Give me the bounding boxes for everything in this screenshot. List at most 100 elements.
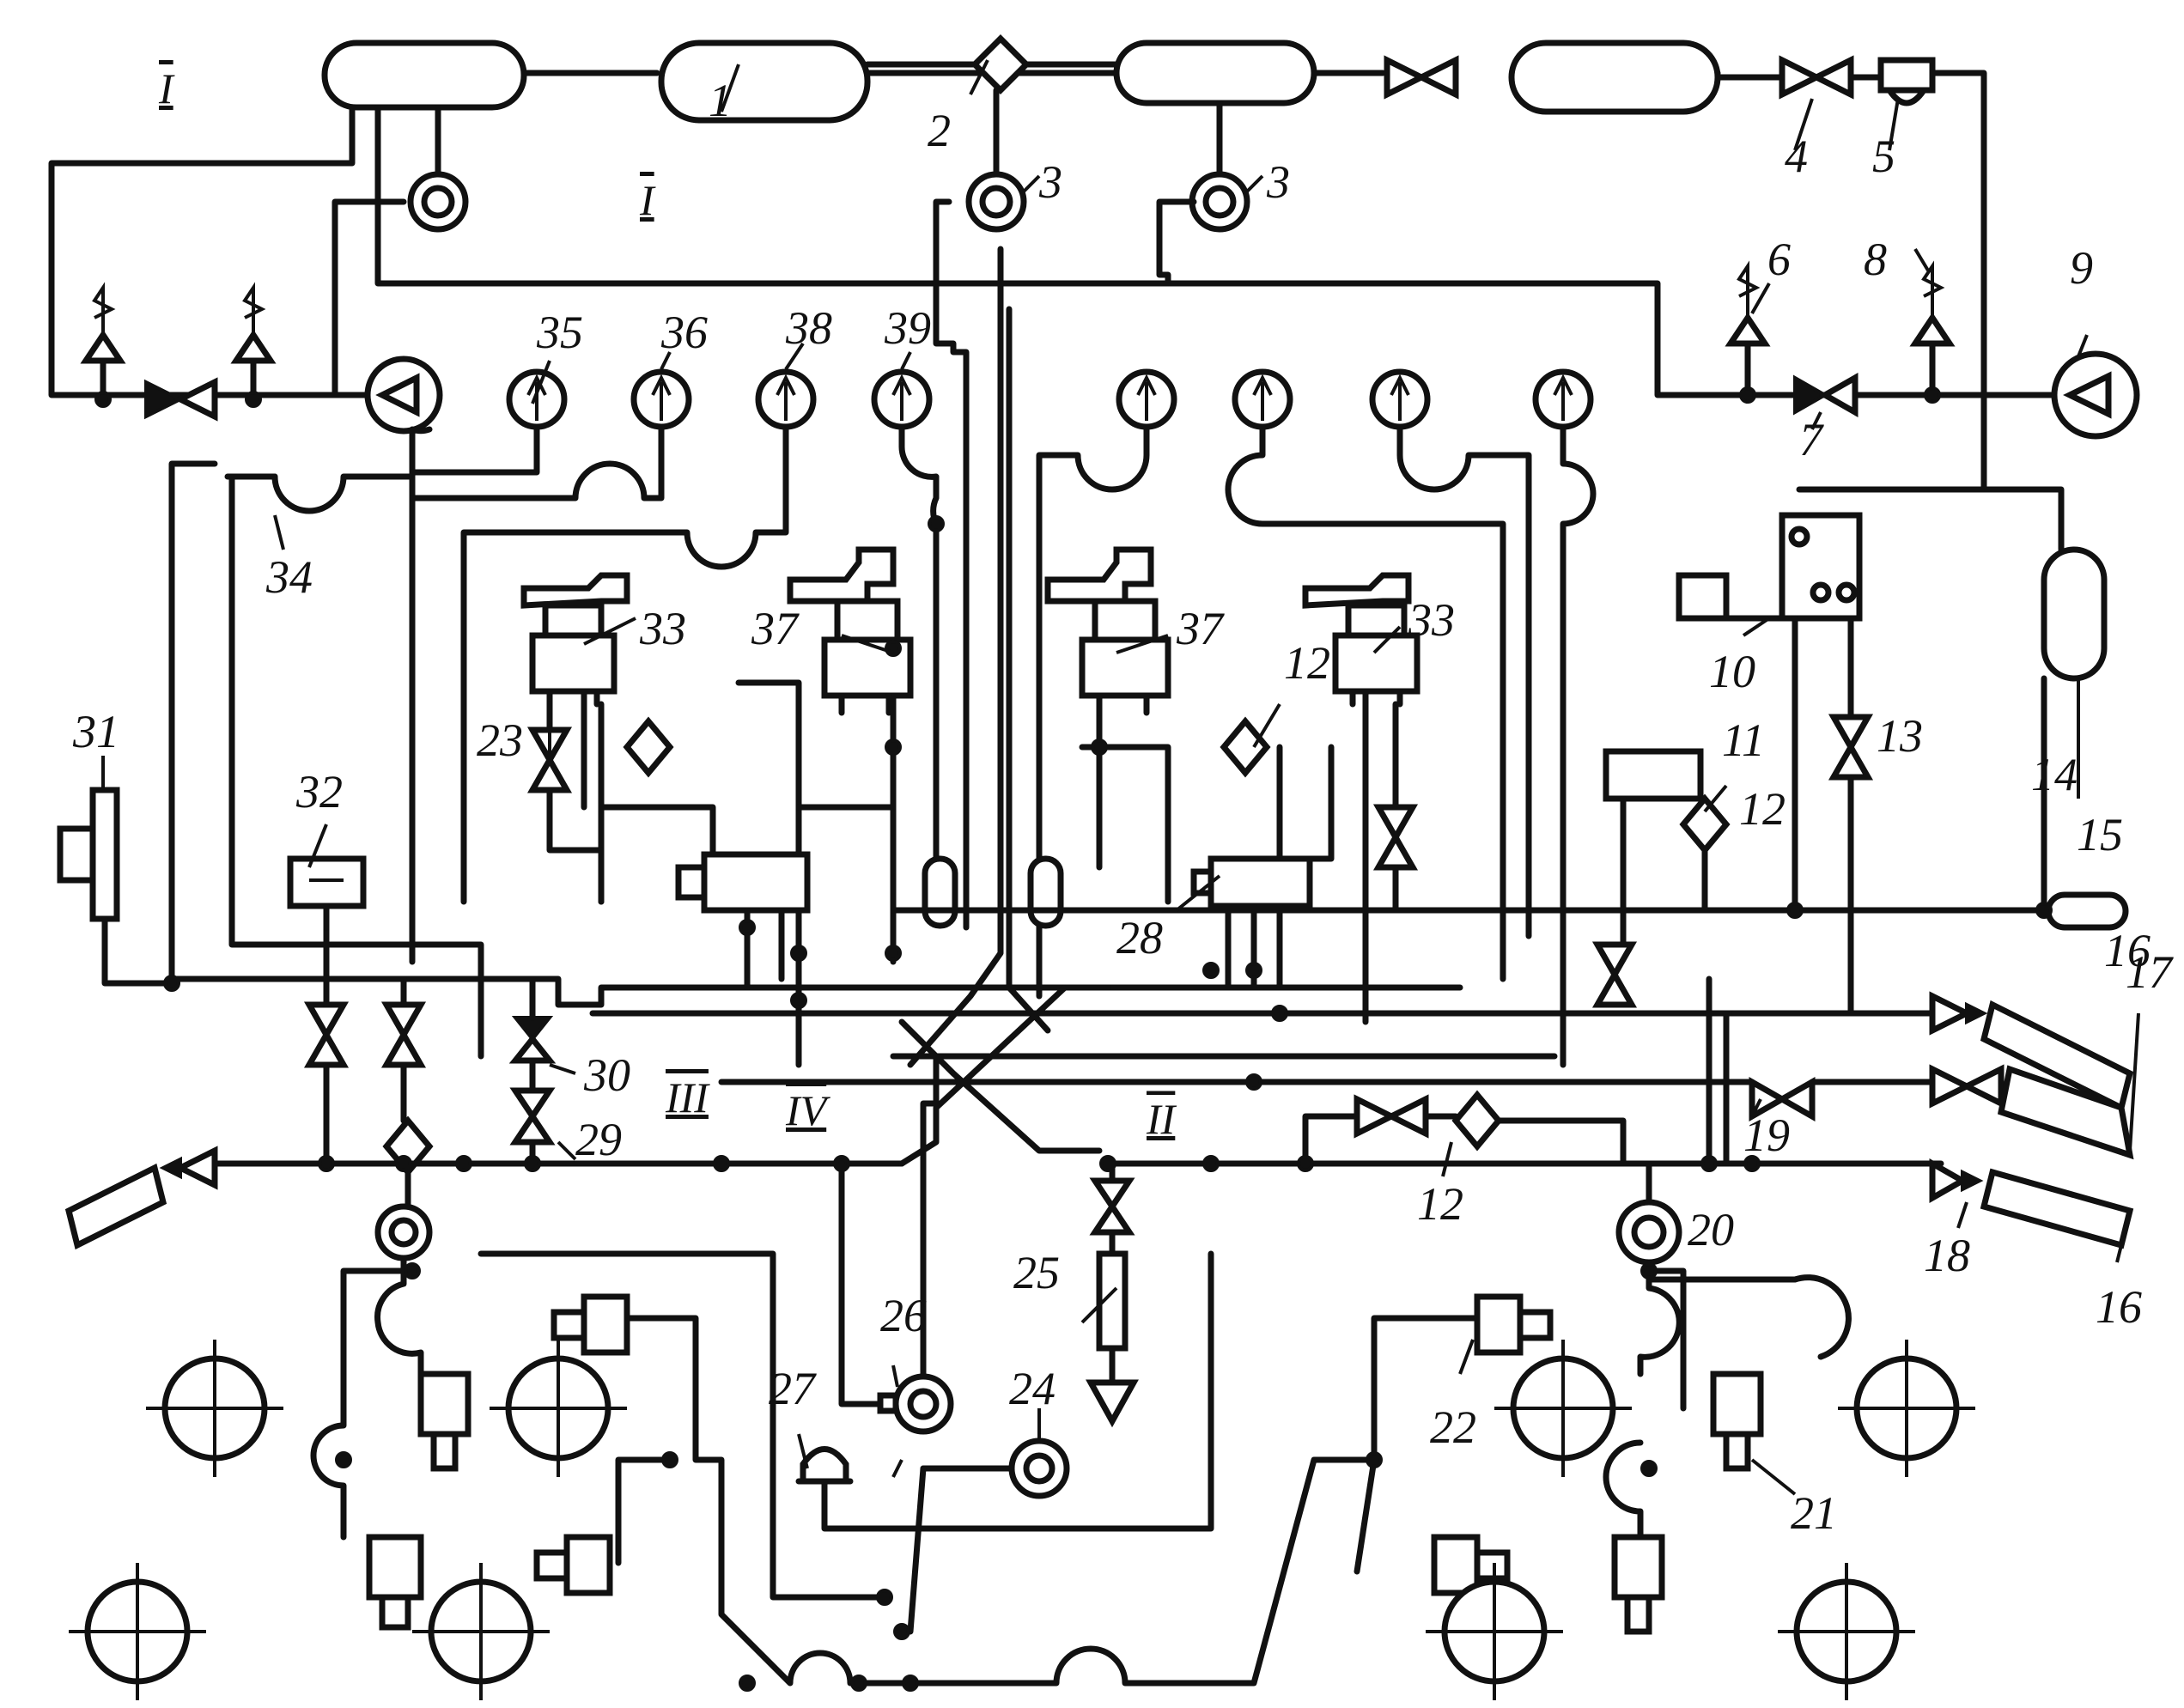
main-reservoir-line <box>321 34 1987 493</box>
filters-12 <box>382 716 1731 1177</box>
brake-cylinder-21 <box>1710 1371 1764 1472</box>
time-reservoir-left <box>922 855 958 929</box>
label-17: 17 <box>2126 946 2174 998</box>
brake-cylinder-piping <box>310 1250 1852 1692</box>
gauge-35 <box>506 368 568 430</box>
label-21: 21 <box>1791 1487 1837 1539</box>
label-22: 22 <box>1430 1401 1476 1453</box>
hose-left <box>64 1163 167 1250</box>
line-label-III: III <box>665 1073 710 1121</box>
label-7: 7 <box>1799 414 1824 465</box>
label-25: 25 <box>1013 1247 1060 1298</box>
pressure-regulator-32 <box>287 855 367 931</box>
label-38: 38 <box>785 302 832 354</box>
wheel <box>146 1340 283 1477</box>
wheel <box>1426 1563 1563 1700</box>
pressure-line-I <box>48 104 1987 931</box>
relay-valve-28 <box>1208 855 1313 909</box>
drivers-brake-valves <box>520 546 1421 716</box>
label-34: 34 <box>265 551 313 603</box>
device-27 <box>795 1250 1214 1532</box>
wheel <box>1838 1340 1975 1477</box>
callout-labels: 1 2 3 3 4 5 6 7 8 9 10 11 12 12 12 13 14… <box>72 75 2174 1539</box>
reservoir-tank-1 <box>658 40 871 124</box>
right-compressor-group <box>1725 260 2140 440</box>
label-37b: 37 <box>1176 603 1225 654</box>
label-24: 24 <box>1009 1363 1055 1414</box>
label-36: 36 <box>660 307 708 358</box>
wheel <box>490 1340 627 1477</box>
label-13: 13 <box>1877 710 1923 762</box>
label-23: 23 <box>477 714 523 766</box>
wheel <box>1778 1563 1915 1700</box>
left-compressor-group <box>80 282 443 435</box>
label-3b: 3 <box>1266 156 1290 208</box>
reservoir-15 <box>2045 891 2129 931</box>
valve-30 <box>508 1034 557 1064</box>
brake-cylinder-22 <box>1474 1293 1554 1356</box>
valve-32-b <box>380 1001 427 1068</box>
label-33a: 33 <box>639 603 686 654</box>
reservoir-tank <box>1508 40 1721 115</box>
drain-cock-5 <box>1877 57 1936 94</box>
dots-bottom <box>335 1262 1658 1692</box>
brake-valve-37-left <box>787 546 914 716</box>
safety-valve-8 <box>1909 312 1956 347</box>
label-9: 9 <box>2070 242 2093 294</box>
valve-line-12 <box>1354 1094 1429 1139</box>
label-26: 26 <box>880 1290 927 1341</box>
brake-cylinder <box>366 1534 424 1631</box>
label-18: 18 <box>1924 1230 1970 1281</box>
check-valve-7 <box>1793 374 1829 416</box>
brake-cylinder <box>533 1534 613 1596</box>
wheel <box>412 1563 550 1700</box>
label-5: 5 <box>1872 131 1895 182</box>
end-valve-18 <box>1929 1158 1969 1204</box>
brake-valve-33-right <box>1302 572 1421 708</box>
relay-valve-left <box>701 851 811 914</box>
oil-separator-2 <box>970 34 1031 94</box>
label-33b: 33 <box>1408 594 1455 646</box>
line-label-I-left: I <box>158 64 175 112</box>
line-label-I-center: I <box>639 176 656 224</box>
safety-valve-6 <box>1725 312 1771 347</box>
label-6: 6 <box>1767 234 1791 285</box>
lower-devices <box>374 1053 1682 1532</box>
end-hoses <box>64 991 2134 1250</box>
brake-cylinder <box>1431 1534 1511 1596</box>
time-reservoir-right <box>1027 855 1064 929</box>
brake-valve-37-right <box>1044 546 1171 716</box>
brake-cylinders <box>366 1293 1764 1635</box>
line-labels: I I II III IV <box>158 64 1177 1143</box>
valve-right-33 <box>1372 804 1419 871</box>
reservoir-tank <box>1113 40 1317 106</box>
brake-cylinder <box>1611 1534 1665 1635</box>
hose-16-bottom <box>1980 1168 2134 1249</box>
label-12a: 12 <box>1284 637 1330 689</box>
label-1: 1 <box>709 75 732 126</box>
control-unit-10 <box>1676 486 2065 914</box>
wheel <box>69 1563 206 1700</box>
valve-unit-11 <box>1603 748 1708 948</box>
main-lines <box>163 515 2053 1172</box>
pressure-switch-31 <box>57 460 218 987</box>
brake-cylinder <box>551 1293 630 1356</box>
valve-32-a <box>303 1001 350 1068</box>
label-8: 8 <box>1864 234 1887 285</box>
label-12b: 12 <box>1739 783 1786 835</box>
reservoir-14 <box>2041 546 2108 682</box>
label-12c: 12 <box>1417 1178 1463 1230</box>
label-19: 19 <box>1743 1109 1790 1161</box>
valve-19 <box>1749 1076 1816 1122</box>
label-16b: 16 <box>2096 1281 2142 1333</box>
wheel <box>1494 1340 1632 1477</box>
label-16a: 16 <box>2104 925 2151 976</box>
brake-valve-33-left <box>520 572 630 708</box>
valve-4 <box>1779 55 1854 100</box>
label-29: 29 <box>575 1114 622 1165</box>
label-14: 14 <box>2031 749 2078 800</box>
label-11: 11 <box>1722 714 1765 766</box>
pressure-gauges-3 <box>407 87 1250 233</box>
label-39: 39 <box>884 302 931 354</box>
